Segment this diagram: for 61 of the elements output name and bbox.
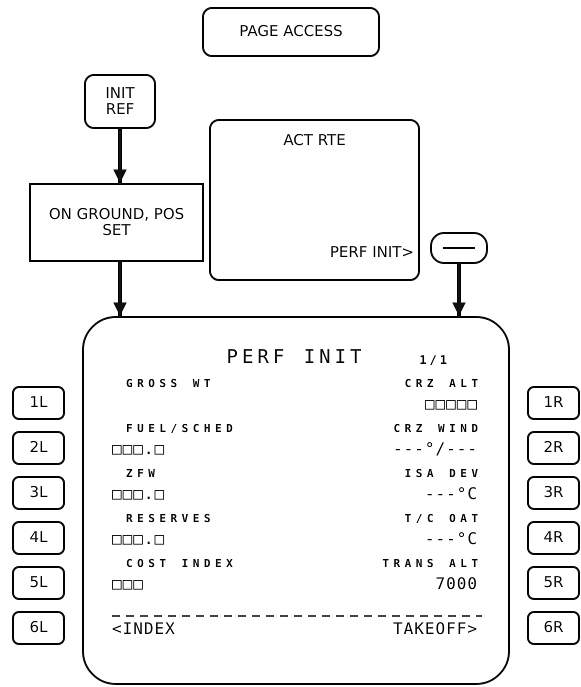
field-value: ---°/--- bbox=[392, 441, 478, 458]
line-select-key bbox=[12, 386, 65, 420]
condition-box bbox=[29, 183, 204, 262]
key-label: 5R bbox=[544, 575, 564, 591]
arrow bbox=[113, 262, 127, 316]
display-screen bbox=[82, 316, 510, 685]
line-select-key bbox=[527, 386, 580, 420]
page-access-box bbox=[202, 7, 380, 57]
field-value: □□□.□ bbox=[112, 531, 166, 548]
field-value: □□□.□ bbox=[112, 441, 166, 458]
key-button bbox=[430, 232, 488, 264]
key-label: 1L bbox=[30, 395, 48, 411]
line-select-key bbox=[527, 476, 580, 510]
field-value: □□□ bbox=[112, 576, 144, 593]
field-label: CRZ WIND bbox=[394, 423, 482, 435]
key-label: 4L bbox=[30, 530, 48, 546]
field-value: □□□.□ bbox=[112, 486, 166, 503]
box-label: ON GROUND, POS SET bbox=[48, 206, 186, 238]
field-label: RESERVES bbox=[126, 513, 215, 525]
page-title: ACT RTE bbox=[283, 133, 346, 149]
box-label: INIT REF bbox=[104, 86, 136, 118]
field-label: FUEL/SCHED bbox=[126, 423, 238, 435]
key-label: 4R bbox=[544, 530, 564, 546]
field-label: T/C OAT bbox=[404, 513, 482, 525]
page-title: PERF INIT bbox=[226, 348, 366, 368]
field-label: CRZ ALT bbox=[404, 378, 482, 390]
field-label: COST INDEX bbox=[126, 558, 238, 570]
field-value: 7000 bbox=[435, 576, 478, 593]
field-value: TAKEOFF> bbox=[392, 621, 478, 638]
key-label: 1R bbox=[544, 395, 564, 411]
page-number: 1/1 bbox=[419, 354, 450, 367]
key-label: 6R bbox=[544, 620, 564, 636]
key-label: 5L bbox=[30, 575, 48, 591]
page-box bbox=[209, 119, 420, 281]
field-value: ---°C bbox=[424, 531, 478, 548]
line-select-key bbox=[527, 611, 580, 645]
prompt-text: PERF INIT> bbox=[330, 245, 414, 261]
key-label: 2L bbox=[30, 440, 48, 456]
line-select-key bbox=[12, 521, 65, 555]
line-select-key bbox=[527, 521, 580, 555]
line-select-key bbox=[12, 476, 65, 510]
box-label: PAGE ACCESS bbox=[239, 24, 343, 40]
field-value: ---°C bbox=[424, 486, 478, 503]
key-label: 3L bbox=[30, 485, 48, 501]
line-select-key bbox=[12, 431, 65, 465]
key-label: 6L bbox=[30, 620, 48, 636]
arrow bbox=[113, 129, 127, 183]
line-select-key bbox=[12, 566, 65, 600]
field-label: ZFW bbox=[126, 468, 160, 480]
line-select-key bbox=[12, 611, 65, 645]
key-button bbox=[84, 74, 156, 129]
field-label: GROSS WT bbox=[126, 378, 215, 390]
field-label: TRANS ALT bbox=[382, 558, 482, 570]
field-value: □□□□□ bbox=[424, 396, 478, 413]
line-select-key bbox=[527, 566, 580, 600]
key-label: 2R bbox=[544, 440, 564, 456]
key-label: 3R bbox=[544, 485, 564, 501]
field-value: <INDEX bbox=[112, 621, 176, 638]
line-select-key bbox=[527, 431, 580, 465]
arrow bbox=[452, 264, 466, 316]
field-label: ISA DEV bbox=[404, 468, 482, 480]
